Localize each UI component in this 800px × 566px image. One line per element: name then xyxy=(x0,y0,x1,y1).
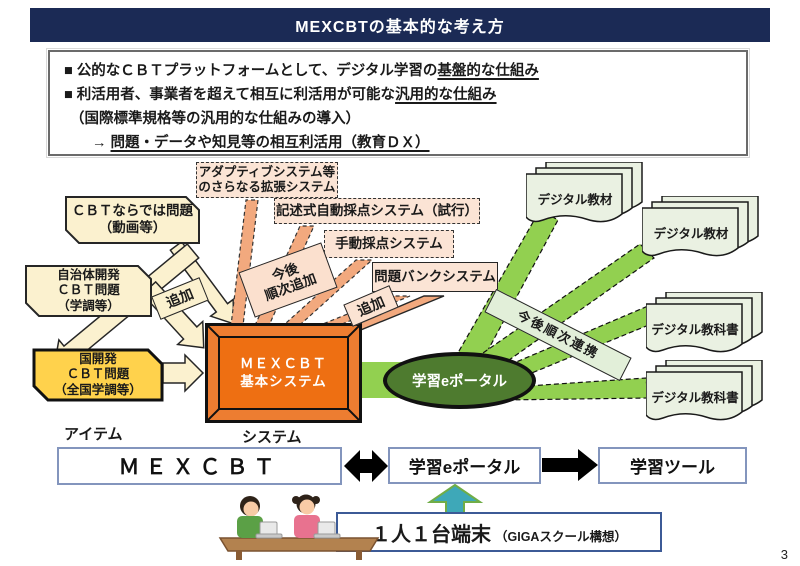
axis-label-system: システム xyxy=(242,429,302,446)
axis-label-item: アイテム xyxy=(64,426,123,443)
ray-to-adaptive xyxy=(229,199,259,335)
summary-line-3: （国際標準規格等の汎用的な仕組みの導入） xyxy=(70,111,360,127)
national-label: 国開発 ＣＢＴ問題 （全国学調等） xyxy=(54,351,142,397)
underline-text: 基盤的な仕組み xyxy=(437,63,539,79)
double-arrow-mexcbt-portal xyxy=(344,450,388,482)
item-bank-box: 問題バンクシステム xyxy=(372,262,498,292)
summary-line-1: ■ 公的なＣＢＴプラットフォームとして、デジタル学習の基盤的な仕組み xyxy=(64,63,539,79)
national-box: 国開発 ＣＢＴ問題 （全国学調等） xyxy=(32,348,164,402)
digital-material-label: デジタル教材 xyxy=(653,227,729,241)
portal-ellipse: 学習eポータル xyxy=(383,352,536,409)
digital-textbook-label: デジタル教科書 xyxy=(651,391,739,405)
digital-textbook-stack-1: デジタル教科書 xyxy=(646,292,764,358)
auto-scoring-box: 記述式自動採点システム（試行） xyxy=(274,198,480,224)
mexcbt-bottom-box: ＭＥＸＣＢＴ xyxy=(57,447,342,485)
device-main-label: １人１台端末 xyxy=(371,524,492,546)
portal-bottom-box: 学習eポータル xyxy=(388,447,541,484)
summary-line-2: ■ 利活用者、事業者を超えて相互に利活用が可能な汎用的な仕組み xyxy=(64,87,497,103)
digital-textbook-label: デジタル教科書 xyxy=(651,323,739,337)
device-box: １人１台端末 （GIGAスクール構想） xyxy=(336,512,662,552)
municipal-label: 自治体開発 ＣＢＴ問題 （学調等） xyxy=(57,267,120,313)
mexcbt-core-label: ＭＥＸＣＢＴ 基本システム xyxy=(218,336,349,410)
summary-line-4: → 問題・データや知見等の相互利活用（教育ＤＸ） xyxy=(92,135,430,151)
cbt-unique-box: ＣＢＴならでは問題 （動画等） xyxy=(65,196,200,244)
device-sub-label: （GIGAスクール構想） xyxy=(495,530,627,544)
arrow-portal-to-tool xyxy=(542,449,598,481)
children-illustration xyxy=(218,494,380,560)
arrow-national-to-core xyxy=(162,353,205,393)
page-number: 3 xyxy=(780,547,788,562)
mexcbt-core-frame: ＭＥＸＣＢＴ 基本システム xyxy=(205,323,362,423)
title-banner: MEXCBTの基本的な考え方 xyxy=(30,8,770,42)
summary-box: ■ 公的なＣＢＴプラットフォームとして、デジタル学習の基盤的な仕組み ■ 利活用… xyxy=(46,48,750,158)
underline-text: 汎用的な仕組み xyxy=(395,87,497,103)
cbt-unique-label: ＣＢＴならでは問題 （動画等） xyxy=(71,203,194,235)
municipal-shape xyxy=(25,265,152,317)
national-shape xyxy=(32,348,164,402)
portal-ellipse-label: 学習eポータル xyxy=(411,374,508,390)
digital-material-stack-1: デジタル教材 xyxy=(526,162,644,228)
digital-textbook-stack-2: デジタル教科書 xyxy=(646,360,764,426)
cbt-unique-shape xyxy=(65,196,200,244)
manual-scoring-box: 手動採点システム xyxy=(324,230,454,258)
frame-bevel-lines xyxy=(208,326,359,420)
page-title: MEXCBTの基本的な考え方 xyxy=(295,19,505,36)
digital-material-stack-2: デジタル教材 xyxy=(642,196,760,262)
digital-material-label: デジタル教材 xyxy=(537,193,613,207)
municipal-box: 自治体開発 ＣＢＴ問題 （学調等） xyxy=(25,265,152,317)
underline-text: 問題・データや知見等の相互利活用（教育ＤＸ） xyxy=(110,135,430,151)
adaptive-system-box: アダプティブシステム等 のさらなる拡張システム xyxy=(196,162,338,198)
learning-tool-box: 学習ツール xyxy=(598,447,747,484)
